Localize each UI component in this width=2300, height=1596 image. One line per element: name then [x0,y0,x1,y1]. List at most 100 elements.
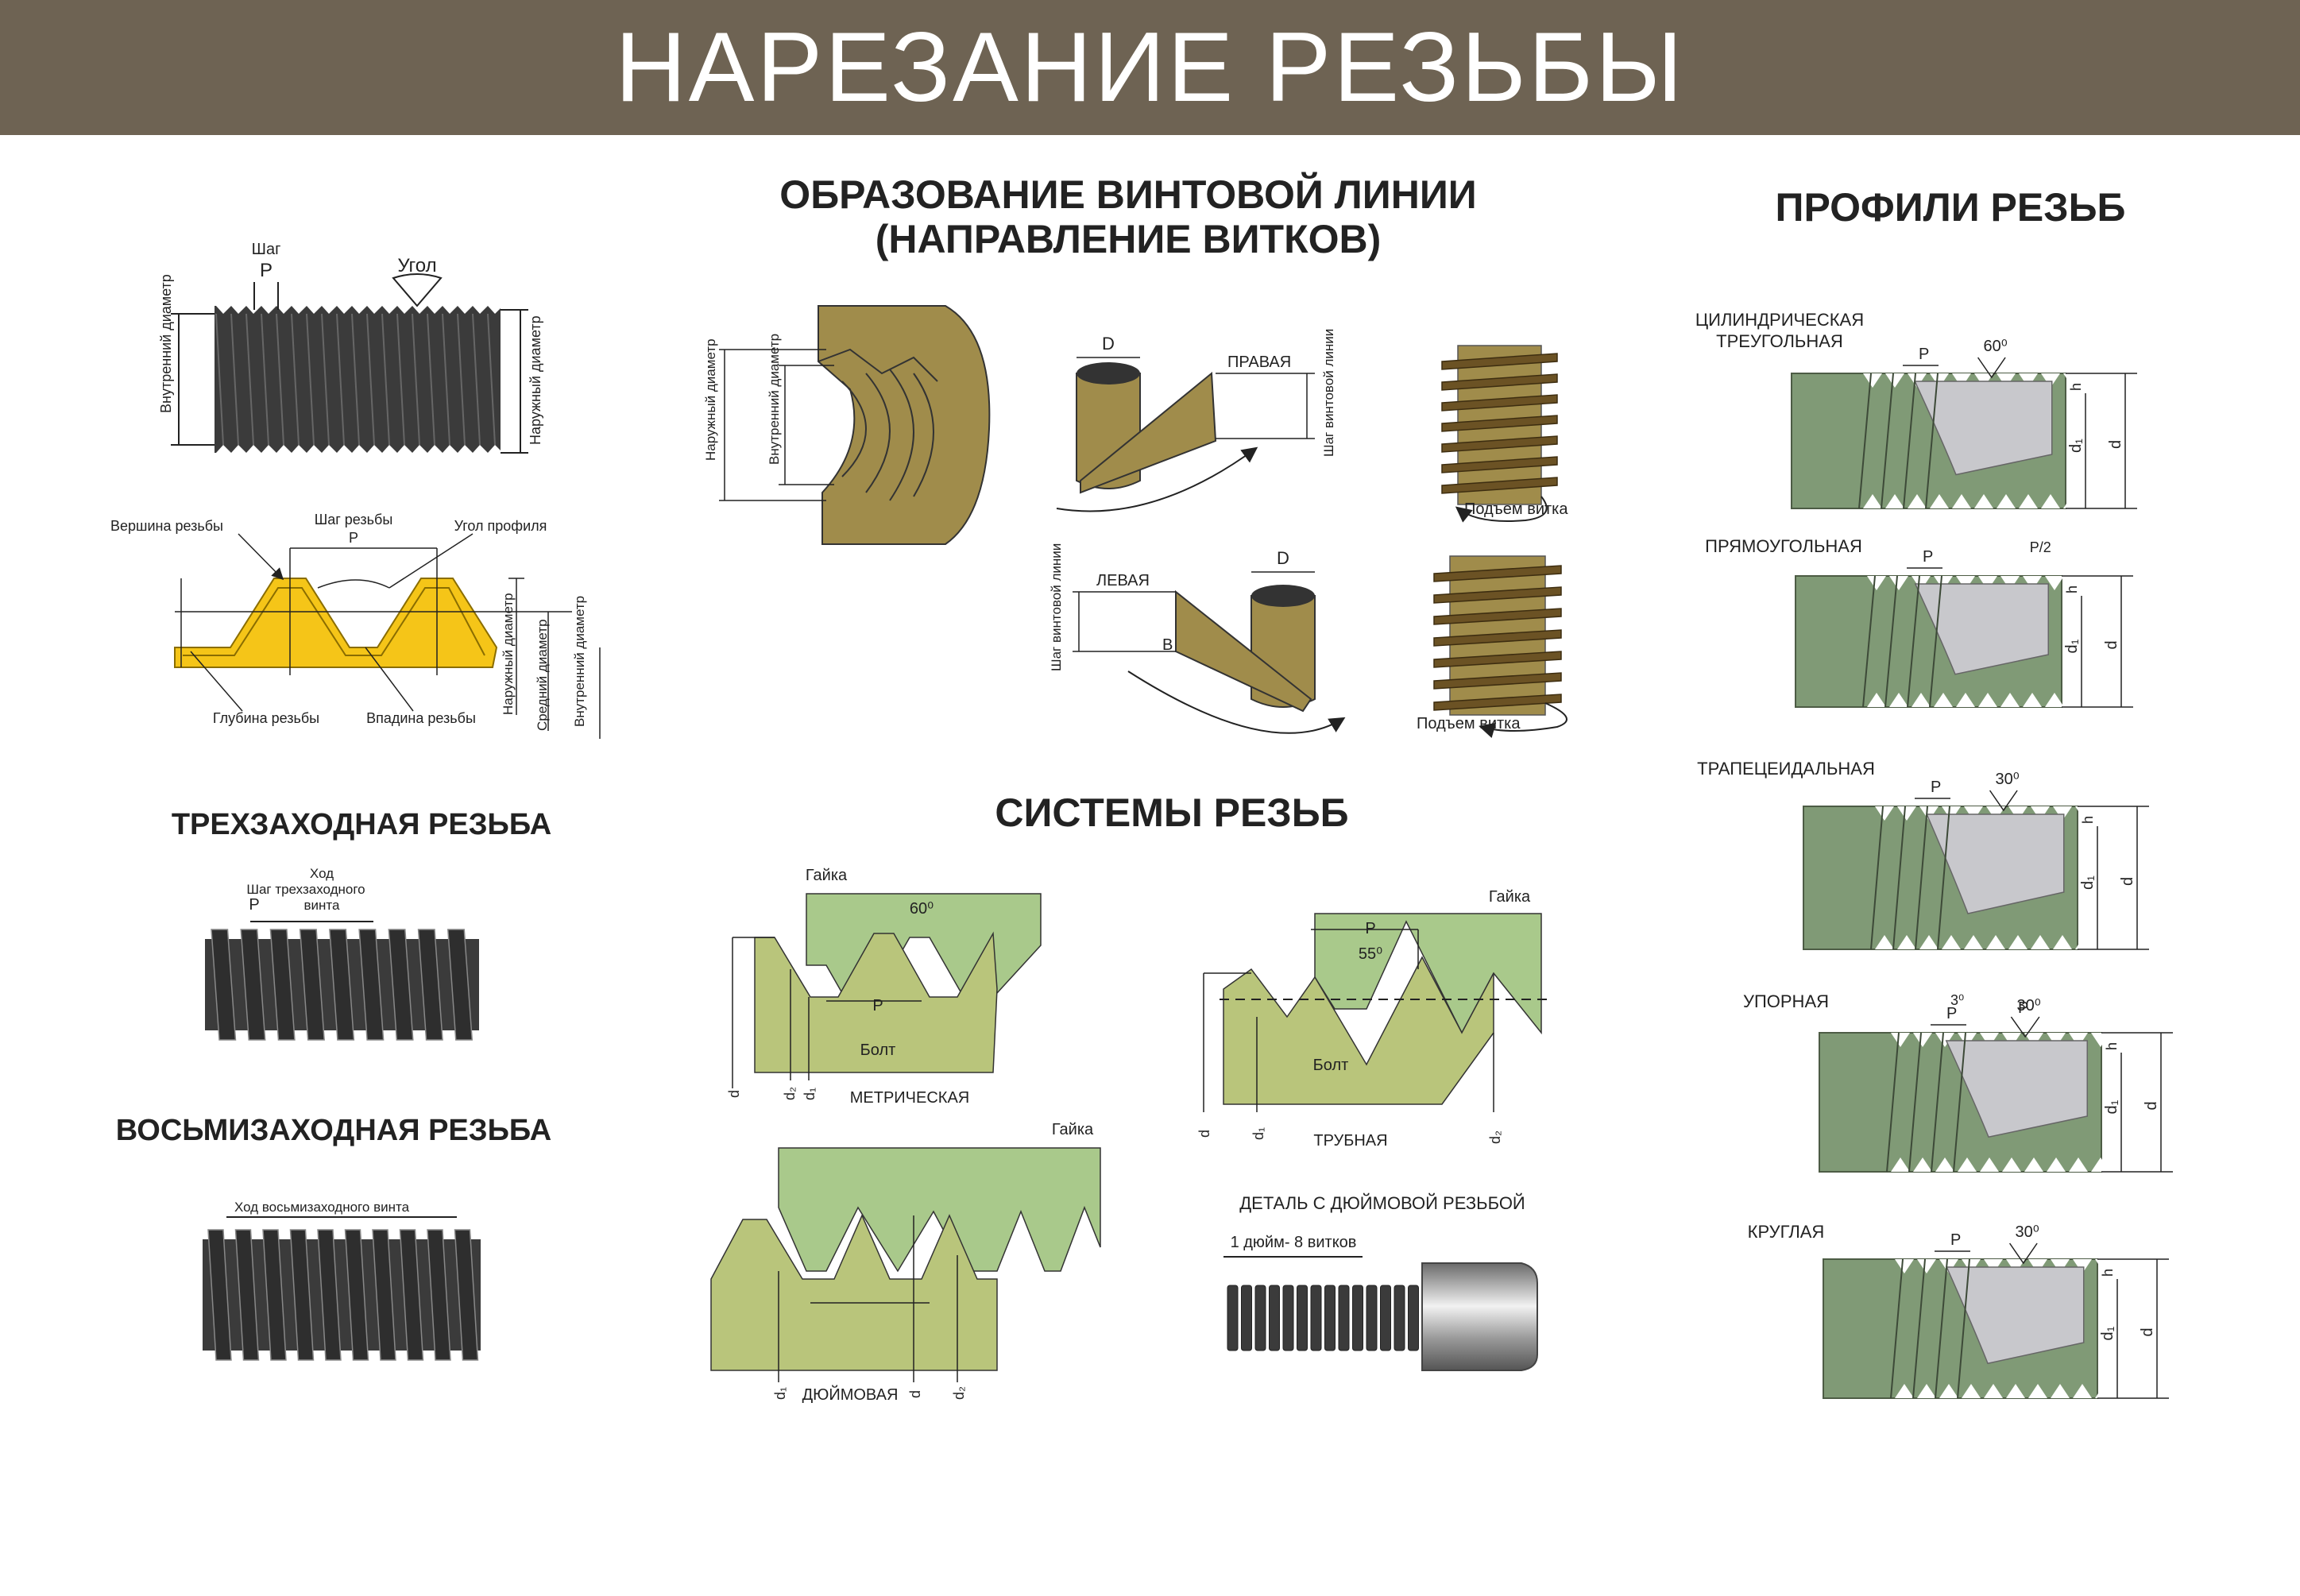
profile-d1-label: d₁ [2103,1099,2120,1114]
profile-angle-label: Угол профиля [454,518,547,534]
helix-stripe [358,929,385,1041]
profile-notch [1917,1259,1936,1273]
profile-notch [1952,494,1971,508]
profile-depth-label: Глубина резьбы [213,710,319,726]
profile-p-label: P [1946,1005,1957,1022]
profile-notch [1956,576,1975,590]
profile-notch [2031,935,2050,949]
profile-helix-line [1862,575,1876,708]
helix-wrap [1433,672,1562,690]
profile-notch [1974,373,1993,388]
helix-stripe [317,1229,342,1361]
yellow-profile [174,578,498,668]
profile-d1-label: d₁ [2099,1326,2116,1340]
profile-h-label: h [2064,585,2080,593]
inch-thread-turn [1408,1285,1419,1351]
profile-notch [2041,373,2060,388]
profile-helix-line [1886,1032,1900,1173]
profile-notch [2000,576,2020,590]
profile-notch [1889,693,1908,707]
profile-helix-line [1937,806,1950,950]
profile-notch [2045,576,2064,590]
profile-notch [2024,1033,2043,1047]
inch-thread-turn [1338,1285,1350,1351]
profile-inner-label: Внутренний диаметр [572,596,587,727]
profile-notch [1897,935,1916,949]
profile-h-label: h [2080,816,2096,824]
profile-notch [1939,1259,1958,1273]
eight-thread-diagram: Ход восьмизаходного винта [203,1200,481,1361]
profile-notch [1885,373,1904,388]
profile-notch [1895,1384,1914,1398]
triple-title: ТРЕХЗАХОДНАЯ РЕЗЬБА [172,808,551,841]
profile-angle-label: 30⁰ [2016,1223,2039,1241]
thread-line [245,313,254,446]
profile-notch [2073,1259,2092,1273]
helix-wrap [1441,477,1558,494]
profile-notch [1930,373,1949,388]
profile-notch [1939,1384,1958,1398]
profile-d-label: d [2119,877,2136,886]
helix-stripe [299,929,325,1041]
helix-wrap [1433,694,1562,711]
profile-notch [1913,1157,1932,1172]
bolt-thread-pattern [215,306,503,453]
profile-notch [2095,1384,2114,1398]
profile-notch [1984,1259,2003,1273]
inch-thread-turn [1282,1285,1294,1351]
profile-helix-line [1957,1258,1970,1399]
helix-stripe [289,1229,315,1361]
profile-round-label: КРУГЛАЯ [1748,1222,1825,1242]
profile-trap-label: ТРАПЕЦЕИДАЛЬНАЯ [1697,759,1875,779]
helix-stripe [240,929,266,1041]
helix-wrap [1441,373,1558,391]
profile-notch [1913,1033,1932,1047]
rise-label-1: Подъем витка [1464,500,1568,518]
pipe-p-label: P [1365,920,1375,937]
profile-notch [2023,576,2042,590]
profiles-title: ПРОФИЛИ РЕЗЬБ [1776,185,2126,230]
profile-notch [1980,1033,1999,1047]
profile-notch [1978,693,1997,707]
profile-helix-line [1892,806,1906,950]
profile-a3-label: 3⁰ [1950,992,1964,1008]
helix-stripe [399,1229,424,1361]
profile-rect-label: ПРЯМОУГОЛЬНАЯ [1705,536,1862,556]
profile-notch [2075,935,2094,949]
inch-thread-turn [1324,1285,1336,1351]
profile-notch [1974,494,1993,508]
profile-notch [1934,576,1953,590]
profile-helix-line [1858,373,1872,509]
right-label: ПРАВАЯ [1227,354,1291,371]
profile-notch [1984,1384,2003,1398]
profile-cyl-label2: ТРЕУГОЛЬНАЯ [1716,331,1843,351]
inch-d2: d₂ [951,1386,967,1400]
profile-notch [2028,1384,2047,1398]
helix-right-diagram: D ПРАВАЯ Шаг винтовой линии [1056,329,1336,512]
profile-outer-label: Наружный диаметр [501,593,516,715]
triple-step-label: Шаг трехзаходного [246,882,365,897]
profile-step-label: Шаг резьбы [315,512,393,527]
profile-helix-line [1931,1032,1944,1173]
profile-p-label: P [349,530,358,546]
eight-thread-pattern [207,1229,479,1361]
helix-subtitle: (НАПРАВЛЕНИЕ ВИТКОВ) [876,217,1382,261]
inch-part-diagram: ДЕТАЛЬ С ДЮЙМОВОЙ РЕЗЬБОЙ 1 дюйм- 8 витк… [1223,1193,1538,1371]
helix-wrap [1441,415,1558,432]
left-d-label: D [1277,548,1289,568]
metric-p-label: P [872,997,883,1014]
left-label: ЛЕВАЯ [1096,572,1150,589]
profile-notch [1997,373,2016,388]
profile-notch [2031,806,2050,821]
thread-line [336,313,345,446]
profile-cyl-label: ЦИЛИНДРИЧЕСКАЯ [1695,310,1864,330]
metric-caption: МЕТРИЧЕСКАЯ [850,1089,969,1107]
helix-wrap [1433,608,1562,625]
helix-stripe [372,1229,396,1361]
profile-notch [2069,1157,2088,1172]
profile-h-label: h [2100,1269,2116,1277]
bolt-step-label: Шаг [252,241,281,258]
eight-hod-label: Ход восьмизаходного винта [234,1200,410,1215]
profile-d1-label: d₁ [2063,639,2081,653]
